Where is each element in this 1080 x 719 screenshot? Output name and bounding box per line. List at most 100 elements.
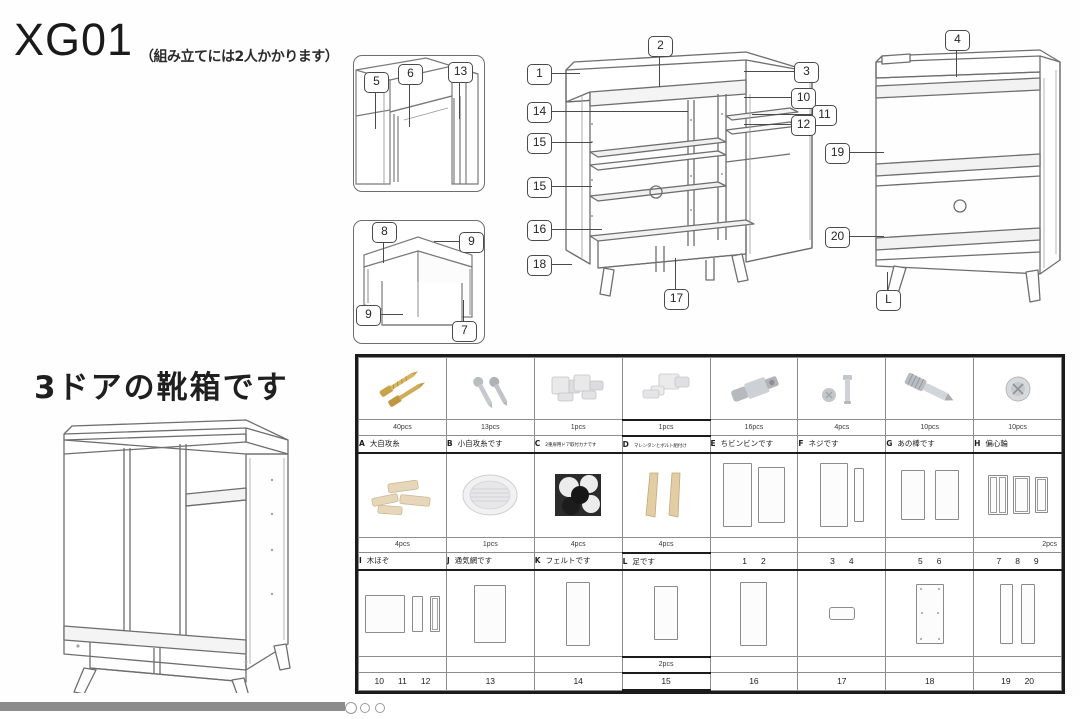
panel-6 bbox=[934, 470, 959, 521]
part-key-K: K bbox=[534, 556, 541, 566]
part-name-I: 木ほぞ bbox=[366, 556, 390, 566]
callout-20: 20 bbox=[825, 227, 850, 248]
wood-dowel-icon bbox=[371, 480, 431, 516]
panel-number-13: 13 bbox=[445, 672, 535, 691]
part-label-I: I 木ほぞ bbox=[358, 552, 447, 571]
part-key-H: H bbox=[974, 439, 981, 449]
callout-16: 16 bbox=[527, 220, 552, 241]
part-image-D bbox=[621, 356, 711, 421]
panel-num-9: 9 bbox=[1033, 555, 1039, 566]
leader-15-upper bbox=[550, 142, 592, 144]
callout-7: 7 bbox=[452, 321, 477, 342]
finished-cabinet-drawing bbox=[50, 418, 300, 693]
wooden-leg-icon bbox=[645, 472, 681, 518]
part-qty-B: 13pcs bbox=[445, 419, 535, 437]
panel-14 bbox=[566, 581, 591, 646]
panel-20 bbox=[1021, 583, 1036, 644]
part-key-L: L bbox=[622, 556, 628, 566]
hinge-white-icon bbox=[551, 374, 604, 402]
part-qty-A: 40pcs bbox=[358, 419, 447, 437]
panel-num-2: 2 bbox=[760, 555, 766, 566]
part-key-F: F bbox=[798, 439, 804, 449]
part-qty-L: 4pcs bbox=[621, 536, 711, 554]
panel-group-19-20 bbox=[973, 569, 1062, 658]
part-image-L bbox=[621, 452, 711, 538]
part-name-J: 通気網です bbox=[454, 556, 493, 566]
leader-2 bbox=[659, 55, 661, 87]
panel-5 bbox=[900, 470, 925, 521]
part-image-B bbox=[445, 356, 535, 421]
image-carousel-bar[interactable] bbox=[0, 696, 1080, 719]
part-name-L: 足です bbox=[632, 556, 655, 566]
panel-qty-15: 2pcs bbox=[621, 656, 711, 674]
main-cabinet-drawing bbox=[560, 50, 820, 300]
leader-12 bbox=[744, 124, 792, 126]
part-key-C: C bbox=[534, 439, 541, 449]
screw-large-icon bbox=[380, 370, 426, 407]
part-qty-J: 1pcs bbox=[445, 536, 535, 554]
back-panel-drawing bbox=[868, 48, 1068, 310]
part-image-H bbox=[973, 356, 1062, 421]
model-code-title: XG01 bbox=[14, 14, 134, 65]
callout-17: 17 bbox=[664, 289, 689, 310]
panel-qty-3-4 bbox=[797, 536, 887, 554]
carousel-dot-2[interactable] bbox=[360, 703, 370, 713]
panel-11 bbox=[411, 595, 423, 632]
panel-group-10-11-12 bbox=[358, 569, 447, 658]
callout-12: 12 bbox=[791, 115, 816, 136]
parts-table: 40pcs 13pcs 1pcs 1pcs 16pcs 4pcs 10pcs 1… bbox=[355, 354, 1065, 694]
panel-15 bbox=[654, 586, 679, 641]
bolt-flat-icon bbox=[821, 374, 852, 404]
part-key-E: E bbox=[710, 439, 716, 449]
panel-10 bbox=[364, 594, 405, 633]
part-name-D: マレンタンとボルト組付け bbox=[633, 443, 687, 449]
panel-num-8: 8 bbox=[1015, 555, 1020, 566]
callout-19: 19 bbox=[825, 143, 850, 164]
panel-7 bbox=[987, 475, 1008, 516]
callout-10: 10 bbox=[791, 88, 816, 109]
callout-18: 18 bbox=[527, 255, 552, 276]
panel-13 bbox=[474, 584, 507, 643]
carousel-dot-3[interactable] bbox=[375, 703, 385, 713]
leader-11 bbox=[752, 114, 813, 116]
panel-num-4: 4 bbox=[848, 555, 854, 566]
panel-qty-16 bbox=[709, 656, 799, 674]
cam-lock-icon bbox=[1005, 376, 1031, 402]
screw-small-icon bbox=[473, 376, 508, 409]
panel-num-1: 1 bbox=[742, 555, 747, 566]
panel-qty-7-8-9: 2pcs bbox=[973, 536, 1062, 554]
panel-4 bbox=[853, 468, 864, 523]
leader-14 bbox=[550, 111, 688, 113]
table-row-parts-images bbox=[358, 452, 1062, 538]
cam-bolt-icon bbox=[731, 375, 779, 402]
part-key-B: B bbox=[446, 439, 453, 449]
leader-3 bbox=[744, 71, 794, 73]
leader-10 bbox=[744, 97, 792, 99]
leader-9-left bbox=[379, 314, 403, 316]
panel-group-14 bbox=[533, 569, 623, 658]
part-image-K bbox=[533, 452, 623, 538]
part-key-I: I bbox=[359, 556, 362, 566]
part-name-A: 大自攻糸 bbox=[369, 439, 400, 449]
part-label-L: L 足です bbox=[621, 552, 711, 571]
part-image-A bbox=[358, 356, 447, 421]
carousel-progress-bar[interactable] bbox=[0, 702, 345, 711]
panel-qty-5-6 bbox=[885, 536, 975, 554]
part-image-I bbox=[358, 452, 447, 538]
panel-3 bbox=[819, 463, 848, 528]
carousel-dot-1[interactable] bbox=[345, 702, 357, 714]
panel-num-20: 20 bbox=[1024, 676, 1035, 687]
callout-L: L bbox=[876, 290, 901, 311]
panel-qty-17 bbox=[797, 656, 887, 674]
table-row-panels-images bbox=[358, 569, 1062, 658]
panel-num-6: 6 bbox=[936, 555, 942, 566]
leader-20 bbox=[848, 236, 884, 238]
panel-group-18 bbox=[885, 569, 975, 658]
